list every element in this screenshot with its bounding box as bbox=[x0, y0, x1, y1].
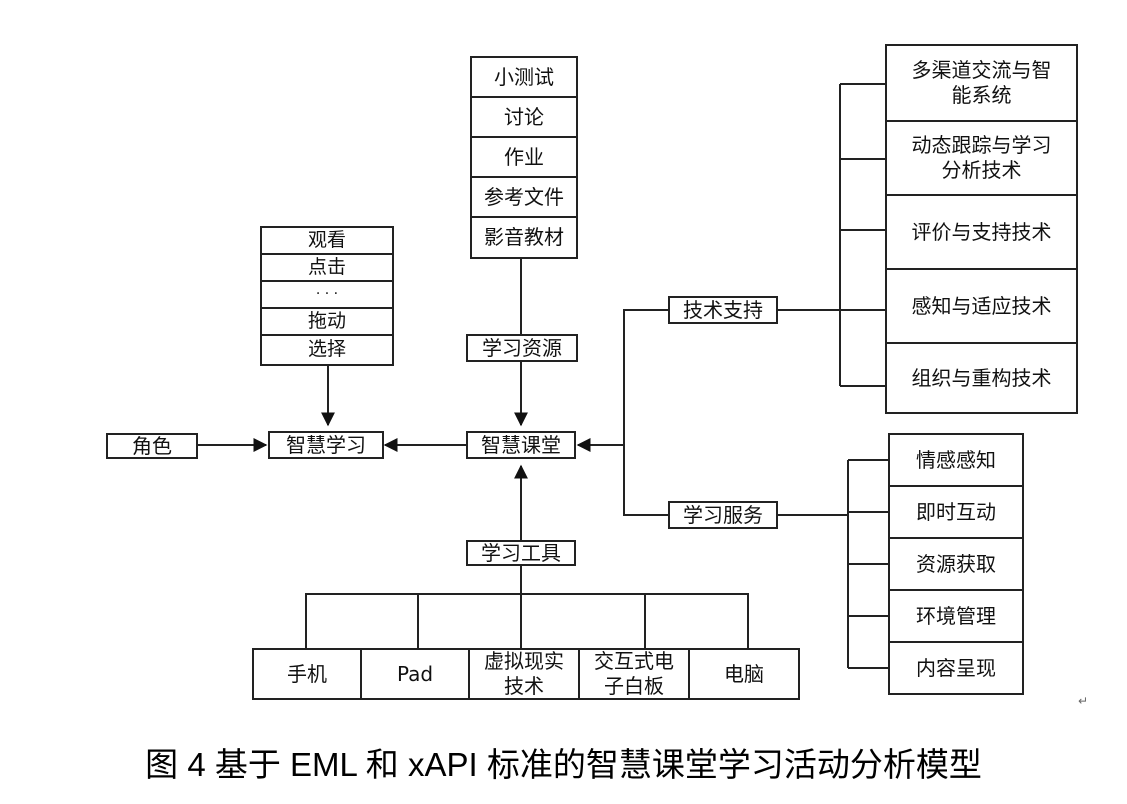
line-tools-bracket bbox=[305, 593, 749, 648]
tech-items-stack: 多渠道交流与智 能系统 动态跟踪与学习 分析技术 评价与支持技术 感知与适应技术… bbox=[885, 44, 1078, 414]
tool-item: Pad bbox=[362, 650, 470, 698]
service-items-stack: 情感感知 即时互动 资源获取 环境管理 内容呈现 bbox=[888, 433, 1024, 695]
actions-stack: 观看 点击 · · · 拖动 选择 bbox=[260, 226, 394, 366]
action-item: 点击 bbox=[262, 255, 392, 282]
resources-stack: 小测试 讨论 作业 参考文件 影音教材 bbox=[470, 56, 578, 259]
tool-item: 交互式电 子白板 bbox=[580, 649, 690, 698]
tool-item: 虚拟现实 技术 bbox=[470, 649, 580, 698]
role-box: 角色 bbox=[106, 433, 198, 459]
action-item: 观看 bbox=[262, 228, 392, 255]
resource-item: 影音教材 bbox=[484, 225, 564, 249]
smart-classroom-box: 智慧课堂 bbox=[466, 431, 576, 459]
figure-caption: 图 4 基于 EML 和 xAPI 标准的智慧课堂学习活动分析模型 bbox=[145, 746, 982, 783]
smart-learning-box: 智慧学习 bbox=[268, 431, 384, 459]
learning-resources-box: 学习资源 bbox=[466, 334, 578, 362]
action-item: 选择 bbox=[307, 338, 346, 361]
tech-item: 组织与重构技术 bbox=[911, 365, 1052, 390]
resource-item: 作业 bbox=[472, 138, 576, 178]
line-right-trunk bbox=[623, 309, 668, 516]
tool-item: 电脑 bbox=[724, 661, 764, 686]
tech-item: 动态跟踪与学习 分析技术 bbox=[887, 122, 1076, 196]
resource-item: 讨论 bbox=[472, 98, 576, 138]
tool-item: 手机 bbox=[254, 650, 362, 698]
action-item: · · · bbox=[262, 282, 392, 309]
tech-item: 评价与支持技术 bbox=[887, 196, 1076, 270]
paragraph-mark: ↵ bbox=[1078, 694, 1089, 708]
resource-item: 参考文件 bbox=[472, 178, 576, 218]
tech-item: 多渠道交流与智 能系统 bbox=[887, 46, 1076, 122]
learning-tools-box: 学习工具 bbox=[466, 540, 576, 566]
service-item: 资源获取 bbox=[890, 539, 1022, 591]
service-item: 环境管理 bbox=[890, 591, 1022, 643]
tech-item: 感知与适应技术 bbox=[887, 270, 1076, 344]
resource-item: 小测试 bbox=[472, 58, 576, 98]
tech-support-box: 技术支持 bbox=[668, 296, 778, 324]
service-item: 情感感知 bbox=[890, 435, 1022, 487]
service-item: 内容呈现 bbox=[916, 655, 996, 680]
service-item: 即时互动 bbox=[890, 487, 1022, 539]
action-item: 拖动 bbox=[262, 309, 392, 336]
learning-service-box: 学习服务 bbox=[668, 501, 778, 529]
tools-row: 手机 Pad 虚拟现实 技术 交互式电 子白板 电脑 bbox=[252, 648, 800, 700]
